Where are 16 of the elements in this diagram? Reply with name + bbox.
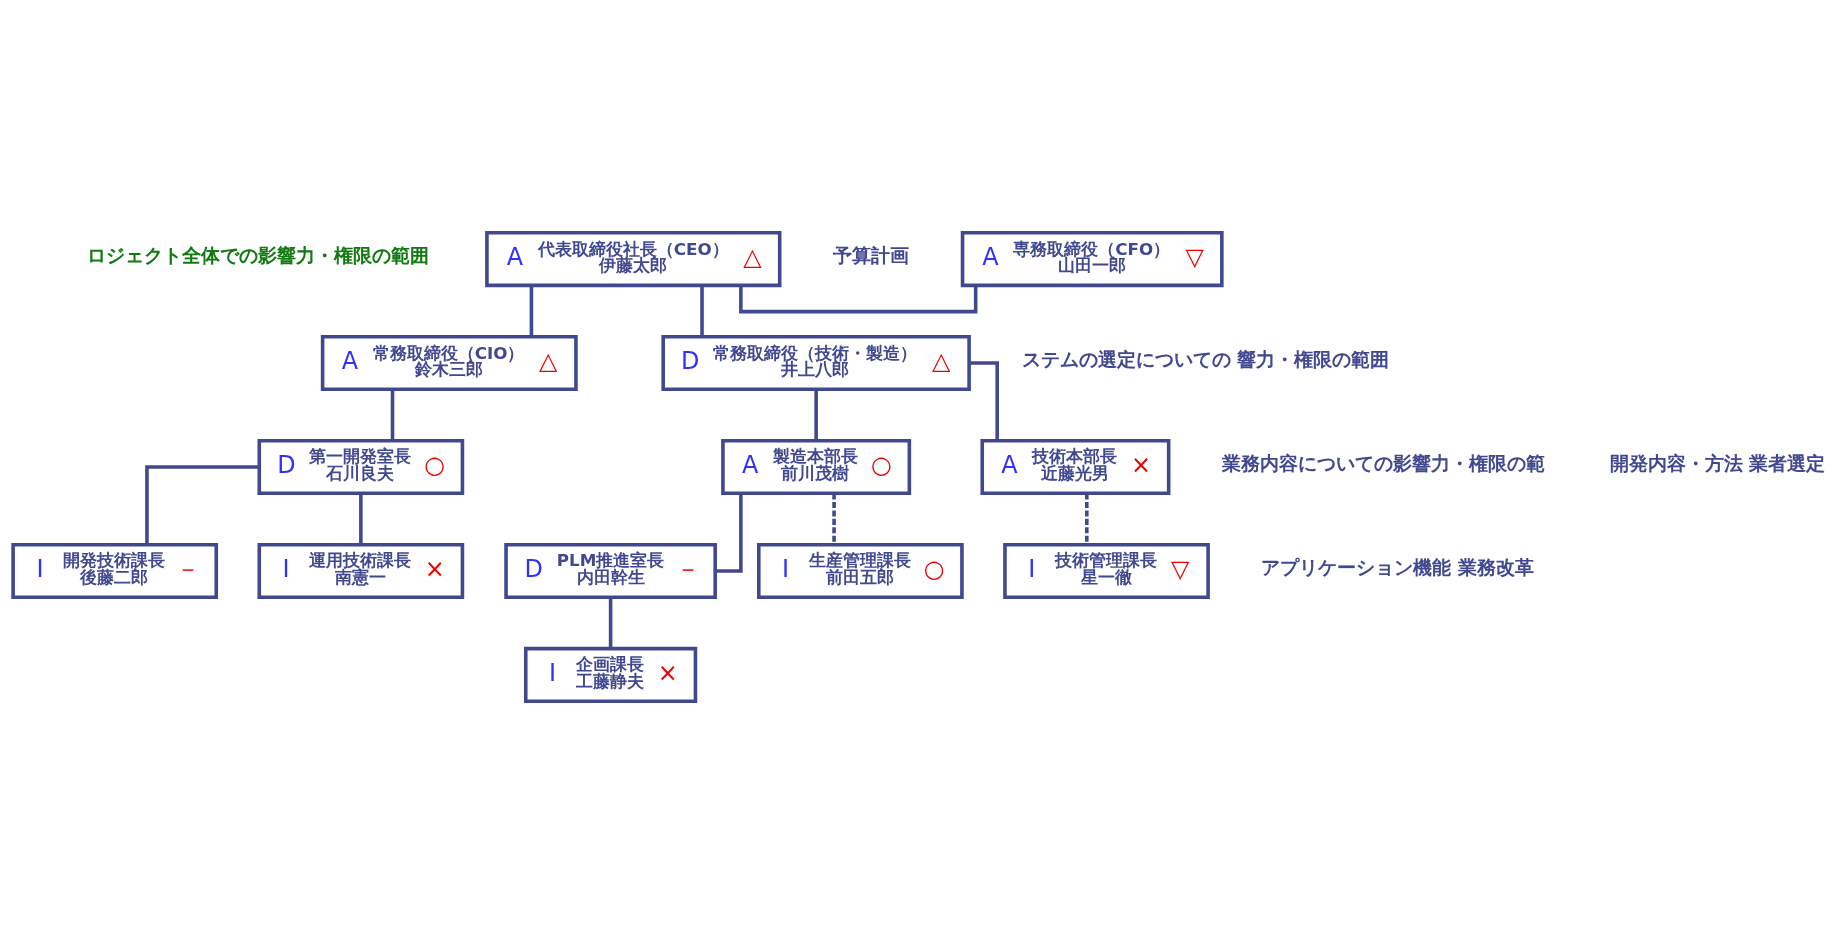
label: 開発内容・方法 業者選定 [1609,451,1826,475]
connector [832,493,836,545]
connector [529,285,534,337]
connector [608,597,613,649]
label: 業務内容についての影響力・権限の範 [1221,451,1545,475]
connector [390,389,395,441]
label: アプリケーション機能 業務改革 [1261,555,1534,579]
label: ステムの選定についての 響力・権限の範囲 [1021,347,1390,371]
connector [814,389,818,441]
connector [700,285,704,337]
connector [739,284,978,313]
label: 予算計画 [832,243,909,267]
connector [145,464,260,544]
connector [1085,493,1089,545]
connector [359,493,363,545]
label: ロジェクト全体での影響力・権限の範囲 [87,243,430,267]
